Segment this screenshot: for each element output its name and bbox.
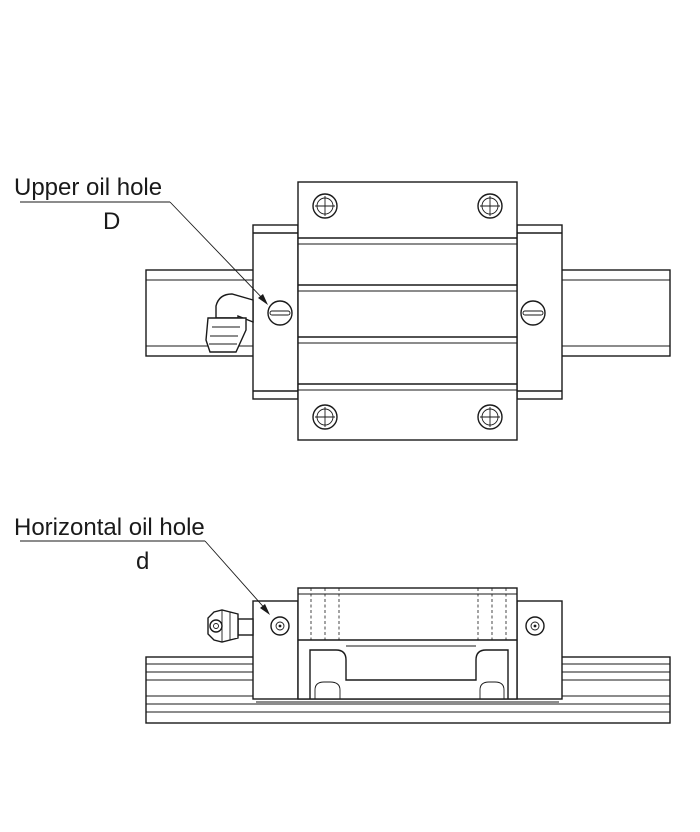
side-carriage-block	[297, 587, 518, 700]
horizontal-oil-hole-symbol: d	[136, 548, 149, 575]
upper-oil-hole-symbol: D	[103, 208, 120, 235]
upper-oil-hole-leader	[20, 201, 268, 305]
upper-oil-hole-right	[520, 300, 546, 326]
upper-oil-hole-left	[267, 300, 293, 326]
grease-nipple-top-view	[205, 293, 254, 353]
upper-oil-hole-label: Upper oil hole	[14, 174, 162, 201]
mounting-hole-top-left	[312, 193, 338, 219]
horizontal-oil-hole-label: Horizontal oil hole	[14, 514, 205, 541]
horizontal-oil-hole-left	[270, 616, 290, 636]
carriage-body	[297, 181, 518, 441]
mounting-hole-bottom-left	[312, 404, 338, 430]
top-view	[20, 181, 671, 441]
horizontal-oil-hole-right	[525, 616, 545, 636]
mounting-hole-top-right	[477, 193, 503, 219]
side-view	[20, 540, 671, 724]
horizontal-oil-hole-leader	[20, 540, 270, 615]
grease-nipple-side-view	[207, 609, 254, 643]
mounting-hole-bottom-right	[477, 404, 503, 430]
